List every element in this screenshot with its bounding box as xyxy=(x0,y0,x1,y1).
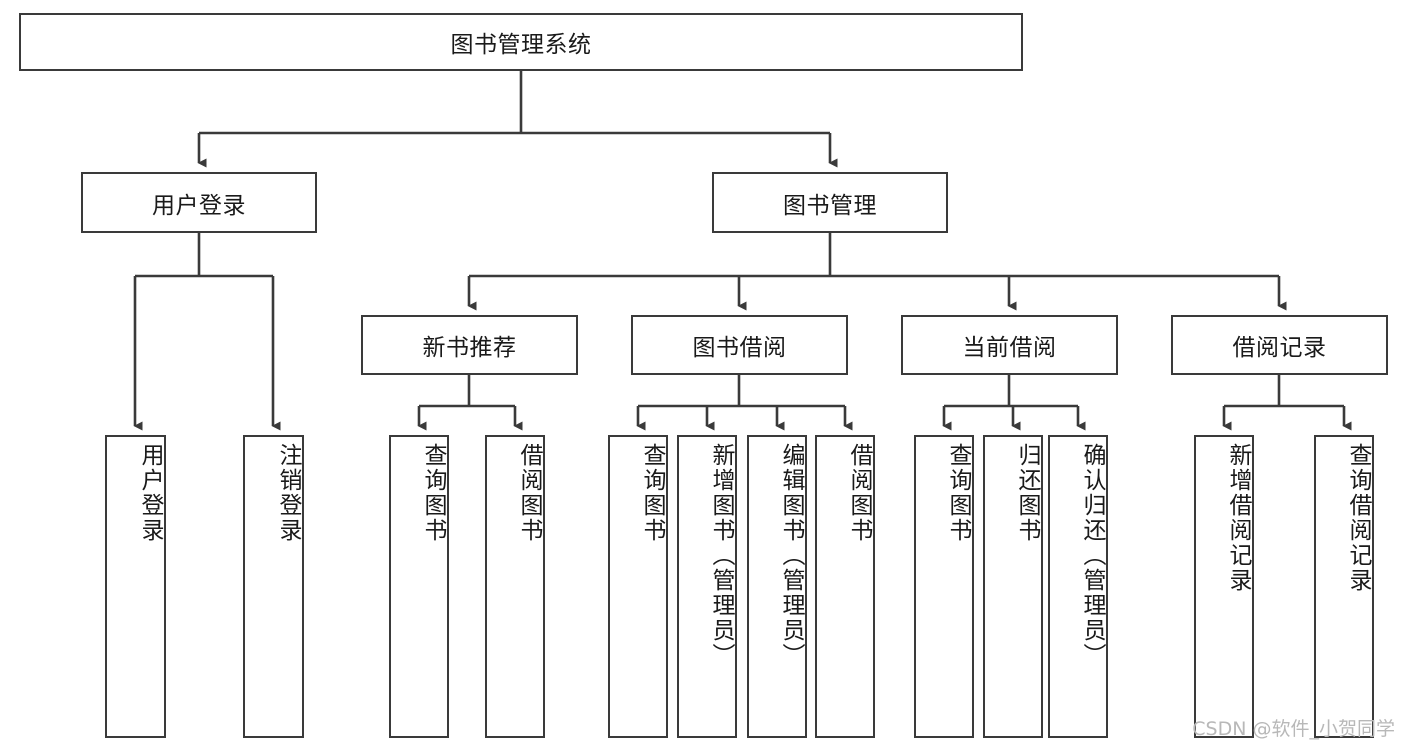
node-edit-book-admin[interactable]: 编辑图书（管理员） xyxy=(747,435,807,738)
node-label: 确认归还（管理员） xyxy=(1080,443,1106,668)
node-label: 新增图书（管理员） xyxy=(709,443,735,668)
node-label: 新增借阅记录 xyxy=(1226,443,1252,593)
node-label: 用户登录 xyxy=(138,443,164,543)
node-label: 注销登录 xyxy=(276,443,302,543)
node-label: 归还图书 xyxy=(1015,443,1041,543)
node-user-login[interactable]: 用户登录 xyxy=(81,172,317,233)
node-book-management[interactable]: 图书管理 xyxy=(712,172,948,233)
node-label: 借阅图书 xyxy=(847,443,873,543)
node-label: 新书推荐 xyxy=(422,334,517,360)
node-label: 图书管理 xyxy=(783,191,877,218)
node-return-book[interactable]: 归还图书 xyxy=(983,435,1043,738)
node-query-book-3[interactable]: 查询图书 xyxy=(914,435,974,738)
node-borrow-record[interactable]: 借阅记录 xyxy=(1171,315,1388,375)
node-borrow-book-2[interactable]: 借阅图书 xyxy=(815,435,875,738)
node-label: 图书管理系统 xyxy=(450,31,592,57)
node-query-borrow-record[interactable]: 查询借阅记录 xyxy=(1314,435,1374,738)
node-user-login-leaf[interactable]: 用户登录 xyxy=(105,435,166,738)
node-label: 借阅图书 xyxy=(517,443,543,543)
node-add-book-admin[interactable]: 新增图书（管理员） xyxy=(677,435,737,738)
node-root-system[interactable]: 图书管理系统 xyxy=(19,13,1023,71)
node-query-book-2[interactable]: 查询图书 xyxy=(608,435,668,738)
node-label: 当前借阅 xyxy=(962,334,1057,360)
node-query-book-1[interactable]: 查询图书 xyxy=(389,435,449,738)
csdn-watermark: CSDN @软件_小贺同学 xyxy=(1192,718,1395,740)
node-label: 查询图书 xyxy=(421,443,447,543)
node-user-logout-leaf[interactable]: 注销登录 xyxy=(243,435,304,738)
node-confirm-return-admin[interactable]: 确认归还（管理员） xyxy=(1048,435,1108,738)
node-label: 用户登录 xyxy=(152,191,246,218)
node-label: 编辑图书（管理员） xyxy=(779,443,805,668)
node-label: 借阅记录 xyxy=(1232,334,1327,360)
node-label: 图书借阅 xyxy=(692,334,787,360)
node-label: 查询借阅记录 xyxy=(1346,443,1372,593)
node-label: 查询图书 xyxy=(640,443,666,543)
node-new-book-recommend[interactable]: 新书推荐 xyxy=(361,315,578,375)
node-current-borrow[interactable]: 当前借阅 xyxy=(901,315,1118,375)
node-label: 查询图书 xyxy=(946,443,972,543)
node-book-borrow[interactable]: 图书借阅 xyxy=(631,315,848,375)
node-borrow-book-1[interactable]: 借阅图书 xyxy=(485,435,545,738)
node-add-borrow-record[interactable]: 新增借阅记录 xyxy=(1194,435,1254,738)
